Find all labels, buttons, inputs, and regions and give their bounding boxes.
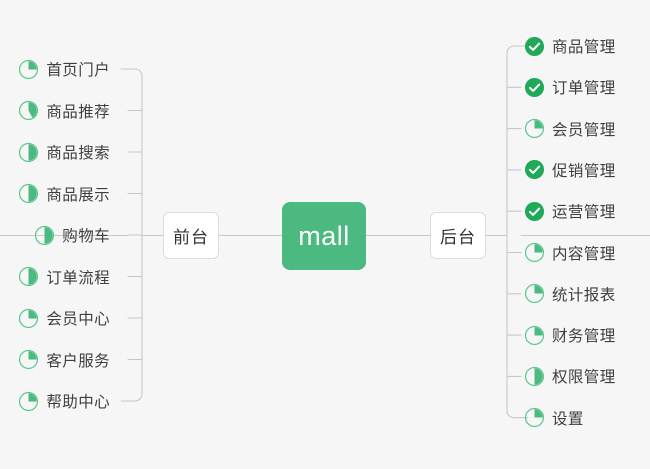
leaf-item-label: 统计报表 [552, 286, 616, 304]
leaf-item-label: 商品搜索 [46, 145, 110, 162]
leaf-item-frontend-2[interactable]: 商品推荐 [18, 96, 110, 126]
leaf-item-frontend-8[interactable]: 客户服务 [18, 345, 110, 375]
check-circle-icon [524, 77, 545, 97]
pie-progress-icon [19, 266, 39, 287]
pie-progress-icon [19, 183, 39, 204]
leaf-item-backend-3[interactable]: 会员管理 [524, 114, 616, 144]
leaf-item-frontend-9[interactable]: 帮助中心 [18, 386, 110, 416]
leaf-item-backend-2[interactable]: 订单管理 [524, 72, 616, 102]
leaf-item-frontend-6[interactable]: 订单流程 [18, 262, 110, 292]
branch-node-backend-label: 后台 [440, 228, 476, 247]
pie-progress-icon [35, 225, 55, 245]
pie-progress-icon [524, 325, 545, 345]
leaf-item-label: 权限管理 [552, 369, 616, 387]
leaf-item-label: 商品展示 [46, 186, 110, 204]
pie-progress-icon [524, 408, 545, 428]
leaf-item-label: 首页门户 [46, 62, 110, 79]
leaf-item-label: 财务管理 [552, 328, 616, 346]
leaf-item-label: 会员管理 [552, 121, 616, 139]
leaf-item-backend-7[interactable]: 统计报表 [524, 279, 616, 309]
pie-progress-icon [19, 59, 39, 79]
leaf-item-backend-4[interactable]: 促销管理 [524, 155, 616, 185]
leaf-item-label: 购物车 [62, 228, 110, 245]
branch-node-backend[interactable]: 后台 [430, 212, 486, 259]
pie-progress-icon [19, 349, 39, 370]
leaf-item-label: 会员中心 [46, 311, 110, 328]
leaf-item-label: 订单管理 [552, 80, 616, 98]
leaf-item-label: 客户服务 [46, 352, 110, 370]
pie-progress-icon [19, 142, 39, 162]
leaf-item-frontend-7[interactable]: 会员中心 [18, 303, 110, 333]
branch-node-frontend[interactable]: 前台 [163, 212, 219, 259]
pie-progress-icon [524, 366, 545, 386]
leaf-item-backend-5[interactable]: 运营管理 [524, 196, 616, 226]
leaf-item-frontend-5[interactable]: 购物车 [34, 220, 110, 250]
pie-progress-icon [19, 100, 39, 121]
pie-progress-icon [19, 308, 39, 328]
leaf-item-label: 帮助中心 [46, 394, 110, 411]
check-circle-icon [524, 160, 545, 180]
leaf-item-label: 商品管理 [552, 39, 616, 56]
root-node-label: mall [298, 220, 350, 251]
branch-node-frontend-label: 前台 [173, 228, 209, 247]
leaf-item-label: 订单流程 [46, 269, 110, 287]
check-circle-icon [524, 201, 545, 221]
leaf-item-backend-10[interactable]: 设置 [524, 403, 584, 433]
root-node-mall[interactable]: mall [282, 202, 366, 270]
leaf-item-backend-1[interactable]: 商品管理 [524, 31, 616, 61]
leaf-item-label: 设置 [552, 410, 584, 428]
leaf-item-label: 内容管理 [552, 245, 616, 263]
leaf-item-frontend-1[interactable]: 首页门户 [18, 54, 110, 84]
leaf-item-label: 商品推荐 [46, 103, 110, 121]
leaf-item-backend-8[interactable]: 财务管理 [524, 320, 616, 350]
leaf-item-backend-9[interactable]: 权限管理 [524, 361, 616, 391]
pie-progress-icon [19, 391, 39, 411]
leaf-item-label: 运营管理 [552, 204, 616, 222]
pie-progress-icon [524, 242, 545, 263]
leaf-item-frontend-3[interactable]: 商品搜索 [18, 137, 110, 167]
leaf-item-backend-6[interactable]: 内容管理 [524, 238, 616, 268]
pie-progress-icon [524, 119, 545, 139]
leaf-item-frontend-4[interactable]: 商品展示 [18, 179, 110, 209]
check-circle-icon [524, 36, 545, 56]
leaf-item-label: 促销管理 [552, 162, 616, 180]
pie-progress-icon [524, 284, 545, 304]
